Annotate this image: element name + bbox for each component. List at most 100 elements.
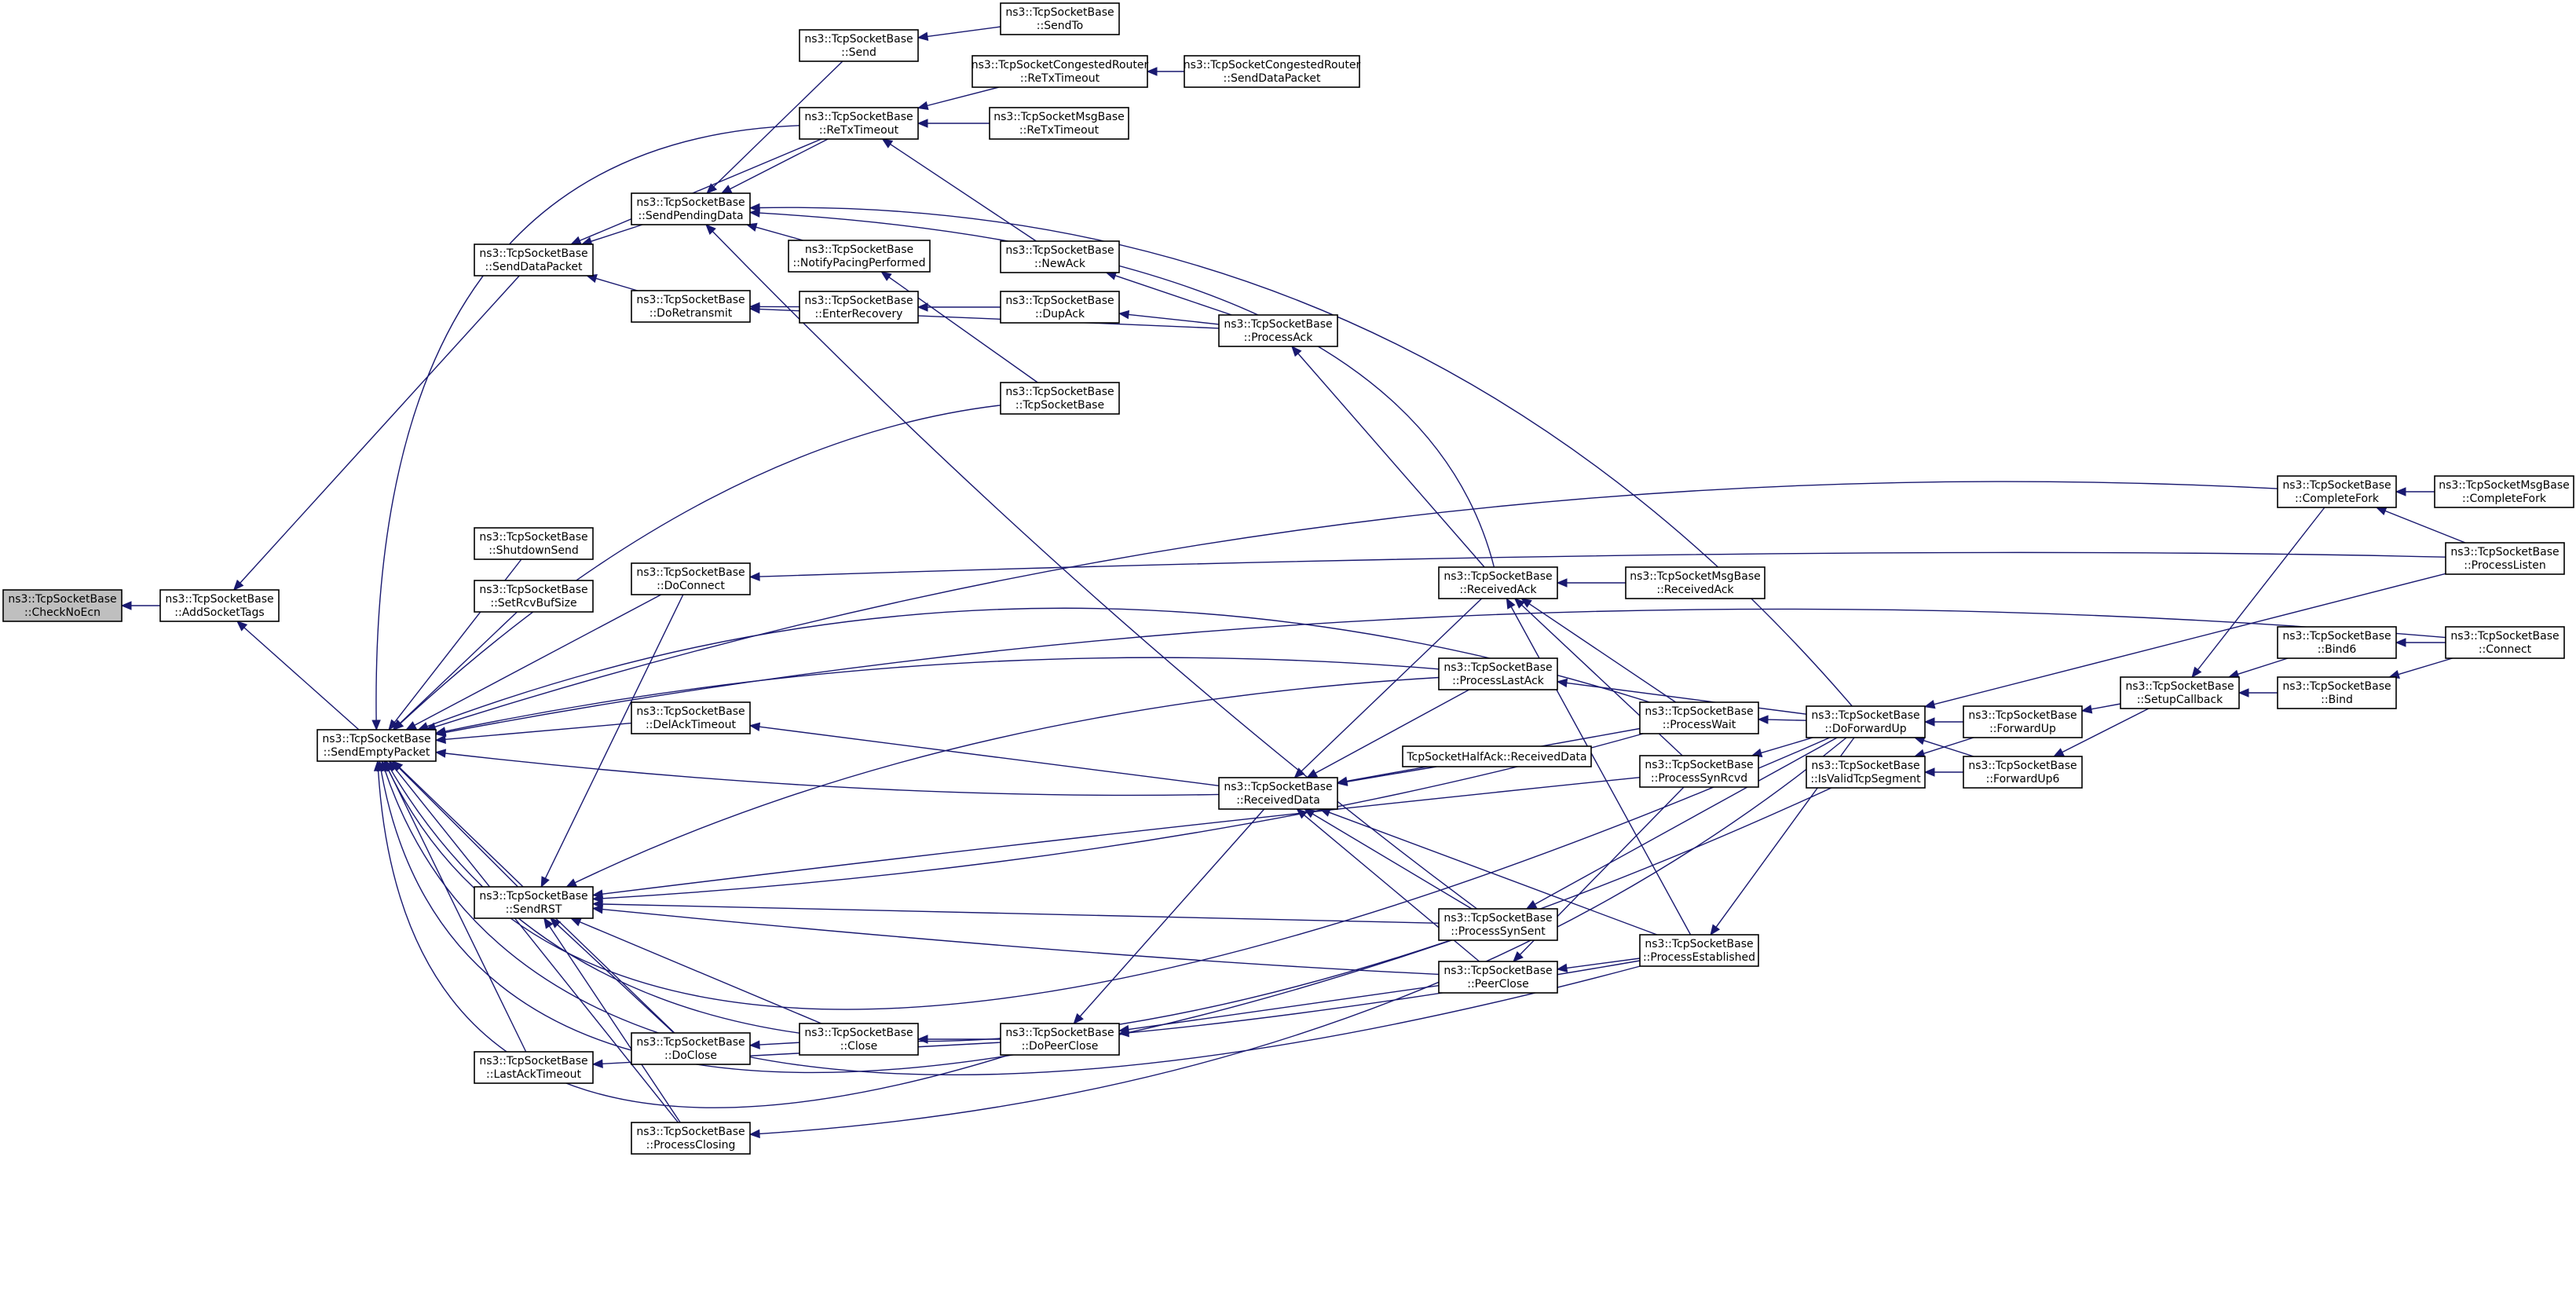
node-box [1963,756,2083,789]
node-newack[interactable]: ns3::TcpSocketBase::NewAck [1000,240,1120,273]
arrowhead-sendrst [591,904,603,914]
node-doclose[interactable]: ns3::TcpSocketBase::DoClose [631,1032,751,1065]
node-msg_retx[interactable]: ns3::TcpSocketMsgBase::ReTxTimeout [989,107,1129,140]
node-label-line1: ns3::TcpSocketBase [8,593,116,606]
node-retxtimeout[interactable]: ns3::TcpSocketBase::ReTxTimeout [799,107,919,140]
node-box [1402,745,1592,767]
arrowhead-peerclose [1556,963,1568,972]
node-box [159,589,280,622]
node-box [971,55,1148,88]
node-box [1963,705,2083,738]
arrowhead-dupack [1118,309,1130,320]
node-processsynsent[interactable]: ns3::TcpSocketBase::ProcessSynSent [1438,908,1558,941]
node-enterrecovery[interactable]: ns3::TcpSocketBase::EnterRecovery [799,291,919,324]
node-cong_retx[interactable]: ns3::TcpSocketCongestedRouter::ReTxTimeo… [971,55,1149,88]
node-label-line2: ::DupAck [1035,308,1085,320]
node-doretransmit[interactable]: ns3::TcpSocketBase::DoRetransmit [631,290,751,323]
node-receivedack[interactable]: ns3::TcpSocketBase::ReceivedAck [1438,566,1558,599]
node-setrcvbufsize[interactable]: ns3::TcpSocketBase::SetRcvBufSize [474,580,594,613]
edge-processlisten-to-doforwardup [1934,573,2446,705]
node-label-line2: ::EnterRecovery [815,308,903,320]
node-cong_senddata[interactable]: ns3::TcpSocketCongestedRouter::SendDataP… [1184,55,1361,88]
node-box [2277,475,2397,508]
node-doconnect[interactable]: ns3::TcpSocketBase::DoConnect [631,562,751,595]
node-peerclose[interactable]: ns3::TcpSocketBase::PeerClose [1438,961,1558,994]
node-halfack[interactable]: TcpSocketHalfAck::ReceivedData [1402,745,1592,767]
arrowhead-dopeerclose [1073,1013,1084,1024]
node-box [799,1023,919,1056]
node-label-line2: ::NewAck [1034,258,1086,270]
node-dupack[interactable]: ns3::TcpSocketBase::DupAck [1000,291,1120,324]
node-sendpendingdata[interactable]: ns3::TcpSocketBase::SendPendingData [631,192,751,225]
node-ctor[interactable]: ns3::TcpSocketBase::TcpSocketBase [1000,382,1120,415]
node-label-line2: ::SendRST [506,903,562,916]
arrowhead-sendpendingdata [748,203,760,213]
node-label-line1: ns3::TcpSocketBase [2125,680,2234,693]
edge-sendemptypacket-to-addsockettags [243,627,360,731]
node-processsynrcvd[interactable]: ns3::TcpSocketBase::ProcessSynRcvd [1639,755,1759,788]
node-addsockettags[interactable]: ns3::TcpSocketBase::AddSocketTags [159,589,280,622]
node-processestablished[interactable]: ns3::TcpSocketBase::ProcessEstablished [1639,934,1759,967]
edge-cong_retx-to-retxtimeout [927,86,1000,107]
edge-close-to-doclose [759,1042,800,1046]
arrowhead-sendrst [569,917,582,927]
arrowhead-receiveddata [1319,807,1331,817]
arrowhead-sendemptypacket [393,720,404,731]
node-doforwardup[interactable]: ns3::TcpSocketBase::DoForwardUp [1806,705,1926,738]
arrowhead-forwardup6 [2052,748,2065,757]
edge-peerclose-to-receiveddata [1304,815,1480,962]
node-checknoecn[interactable]: ns3::TcpSocketBase::CheckNoEcn [2,589,123,622]
edge-processestablished-to-receivedack [1510,606,1692,936]
arrowhead-sendrst [550,917,562,928]
node-processack[interactable]: ns3::TcpSocketBase::ProcessAck [1218,314,1338,347]
edge-peerclose-to-dopeerclose [1128,985,1440,1031]
node-forwardup6[interactable]: ns3::TcpSocketBase::ForwardUp6 [1963,756,2083,789]
node-dopeerclose[interactable]: ns3::TcpSocketBase::DoPeerClose [1000,1023,1120,1056]
node-connect[interactable]: ns3::TcpSocketBase::Connect [2445,626,2565,659]
node-label-line1: ns3::TcpSocketBase [1645,938,1753,950]
node-bind[interactable]: ns3::TcpSocketBase::Bind [2277,676,2397,709]
node-box [1438,566,1558,599]
edge-completefork-to-sendemptypacket [434,481,2278,728]
edge-close-to-sendrst [579,921,822,1024]
node-setupcallback[interactable]: ns3::TcpSocketBase::SetupCallback [2120,676,2240,709]
edge-setupcallback-to-forwardup6 [2062,708,2150,753]
node-processclosing[interactable]: ns3::TcpSocketBase::ProcessClosing [631,1122,751,1155]
node-processlastack[interactable]: ns3::TcpSocketBase::ProcessLastAck [1438,657,1558,690]
node-completefork[interactable]: ns3::TcpSocketBase::CompleteFork [2277,475,2397,508]
node-label-line1: ns3::TcpSocketBase [1444,965,1552,977]
node-shutdownsend[interactable]: ns3::TcpSocketBase::ShutdownSend [474,527,594,560]
edge-processestablished-to-receiveddata [1329,811,1658,936]
node-send[interactable]: ns3::TcpSocketBase::Send [799,29,919,62]
edge-processwait-to-receivedack [1528,603,1677,703]
edge-processwait-to-sendrst [602,733,1644,899]
edge-lastacktimeout-to-sendemptypacket [387,769,527,1053]
node-msg_completefork[interactable]: ns3::TcpSocketMsgBase::CompleteFork [2434,475,2574,508]
edge-retxtimeout-to-senddatapacket [579,138,822,242]
arrowhead-sendrst [543,917,554,929]
edge-newack-to-retxtimeout [890,144,1037,242]
node-processlisten[interactable]: ns3::TcpSocketBase::ProcessListen [2445,542,2565,575]
node-processwait[interactable]: ns3::TcpSocketBase::ProcessWait [1639,701,1759,734]
node-sendrst[interactable]: ns3::TcpSocketBase::SendRST [474,886,594,919]
node-lastacktimeout[interactable]: ns3::TcpSocketBase::LastAckTimeout [474,1051,594,1084]
edge-doforwardup-to-processsynrcvd [1761,737,1813,754]
node-box [1218,314,1338,347]
node-sendemptypacket[interactable]: ns3::TcpSocketBase::SendEmptyPacket [317,729,437,762]
node-bind6[interactable]: ns3::TcpSocketBase::Bind6 [2277,626,2397,659]
node-box [1639,755,1759,788]
node-notifypacing[interactable]: ns3::TcpSocketBase::NotifyPacingPerforme… [788,240,931,273]
node-label-line2: ::SendDataPacket [1224,72,1321,85]
node-isvalidtcpsegment[interactable]: ns3::TcpSocketBase::IsValidTcpSegment [1806,756,1926,789]
node-senddatapacket[interactable]: ns3::TcpSocketBase::SendDataPacket [474,244,594,276]
node-delacktimeout[interactable]: ns3::TcpSocketBase::DelAckTimeout [631,701,751,734]
node-box [2120,676,2240,709]
arrowhead-receiveddata [1296,808,1308,819]
node-close[interactable]: ns3::TcpSocketBase::Close [799,1023,919,1056]
node-receiveddata[interactable]: ns3::TcpSocketBase::ReceivedData [1218,777,1338,810]
node-label-line1: ns3::TcpSocketBase [1968,760,2077,772]
node-forwardup[interactable]: ns3::TcpSocketBase::ForwardUp [1963,705,2083,738]
node-sendto[interactable]: ns3::TcpSocketBase::SendTo [1000,2,1120,35]
node-msg_receivedack[interactable]: ns3::TcpSocketMsgBase::ReceivedAck [1625,566,1766,599]
node-box [1000,1023,1120,1056]
